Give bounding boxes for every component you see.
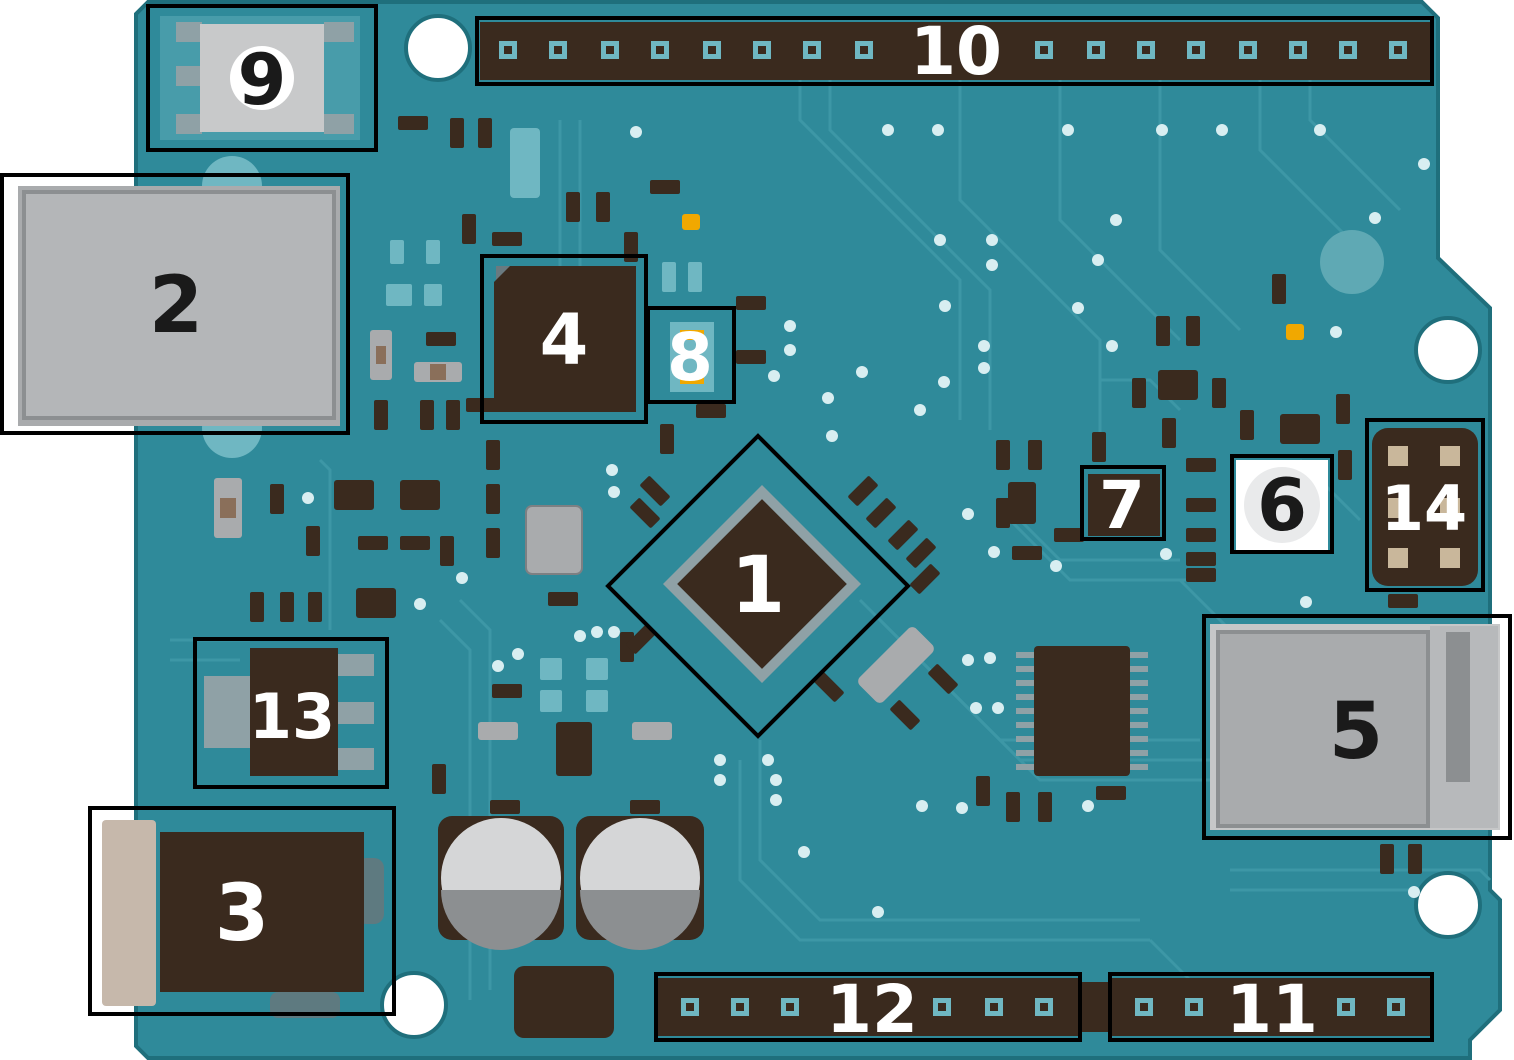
label-5: 5 xyxy=(1329,687,1383,777)
header-pin-hole xyxy=(1244,46,1252,54)
header-pin-hole xyxy=(1192,46,1200,54)
callout-5-outline xyxy=(1202,614,1512,840)
callout-9-outline xyxy=(146,4,378,152)
power-jack xyxy=(102,820,384,1018)
header-pin-hole xyxy=(1140,1003,1148,1011)
component-7-chip xyxy=(1088,474,1160,536)
component-6 xyxy=(1236,460,1328,550)
smd-components xyxy=(214,116,1422,1038)
header-pin-hole xyxy=(938,1003,946,1011)
label-4: 4 xyxy=(540,299,589,381)
test-pad xyxy=(1320,230,1384,294)
header-pin-hole xyxy=(990,1003,998,1011)
callout-outlines xyxy=(0,4,1512,1042)
header-pin-hole xyxy=(656,46,664,54)
callout-10-outline xyxy=(475,16,1434,86)
header-pin-hole xyxy=(808,46,816,54)
label-3: 3 xyxy=(215,869,269,959)
analog-header xyxy=(1112,978,1430,1036)
header-pin-hole xyxy=(1040,46,1048,54)
label-2: 2 xyxy=(149,261,203,351)
usb-interface-chip xyxy=(494,266,636,412)
header-pin-hole xyxy=(1190,1003,1198,1011)
header-pin-hole xyxy=(1394,46,1402,54)
header-pin-hole xyxy=(554,46,562,54)
voltage-regulator xyxy=(204,648,374,776)
header-spacer xyxy=(1078,982,1112,1032)
callout-6-outline xyxy=(1230,454,1334,554)
header-pin-hole xyxy=(1344,46,1352,54)
header-pin-hole xyxy=(504,46,512,54)
callout-7-outline xyxy=(1080,465,1166,541)
label-10: 10 xyxy=(910,13,1002,90)
label-7: 7 xyxy=(1099,467,1145,544)
label-14: 14 xyxy=(1381,472,1467,545)
header-pin-hole xyxy=(758,46,766,54)
callout-13-outline xyxy=(193,637,389,789)
header-pin-hole xyxy=(708,46,716,54)
header-pin-hole xyxy=(1092,46,1100,54)
wireless-module xyxy=(1210,624,1500,830)
icsp-header xyxy=(1372,428,1478,586)
callout-2-outline xyxy=(0,173,350,435)
callout-12-outline xyxy=(654,972,1082,1042)
callout-8-outline xyxy=(646,306,736,404)
label-9: 9 xyxy=(238,39,287,121)
label-8: 8 xyxy=(667,319,713,396)
label-9-backdrop xyxy=(230,46,294,110)
label-12: 12 xyxy=(826,971,918,1048)
digital-header xyxy=(480,22,1430,80)
status-led-8 xyxy=(670,322,714,392)
label-6: 6 xyxy=(1257,463,1307,547)
header-pin-hole xyxy=(1040,1003,1048,1011)
header-pin-hole xyxy=(860,46,868,54)
callout-labels: 1 2 3 4 5 6 7 8 9 10 11 12 13 14 xyxy=(149,13,1467,1048)
header-pin-hole xyxy=(1142,46,1150,54)
usb-connector xyxy=(18,156,340,458)
label-1: 1 xyxy=(731,541,785,631)
callout-3-outline xyxy=(88,806,396,1016)
header-pin-hole xyxy=(736,1003,744,1011)
header-pin-hole xyxy=(1342,1003,1350,1011)
header-pin-hole xyxy=(786,1003,794,1011)
power-header xyxy=(658,978,1078,1036)
header-pin-hole xyxy=(686,1003,694,1011)
label-13: 13 xyxy=(249,680,335,753)
callout-1-outline xyxy=(605,433,911,739)
label-11: 11 xyxy=(1226,971,1318,1048)
header-pin-hole xyxy=(1294,46,1302,54)
callout-11-outline xyxy=(1108,972,1434,1042)
header-pin-hole xyxy=(1392,1003,1400,1011)
pcb-board xyxy=(134,0,1502,1060)
header-pin-hole xyxy=(606,46,614,54)
mounting-holes xyxy=(380,14,1482,1039)
callout-14-outline xyxy=(1365,418,1485,592)
